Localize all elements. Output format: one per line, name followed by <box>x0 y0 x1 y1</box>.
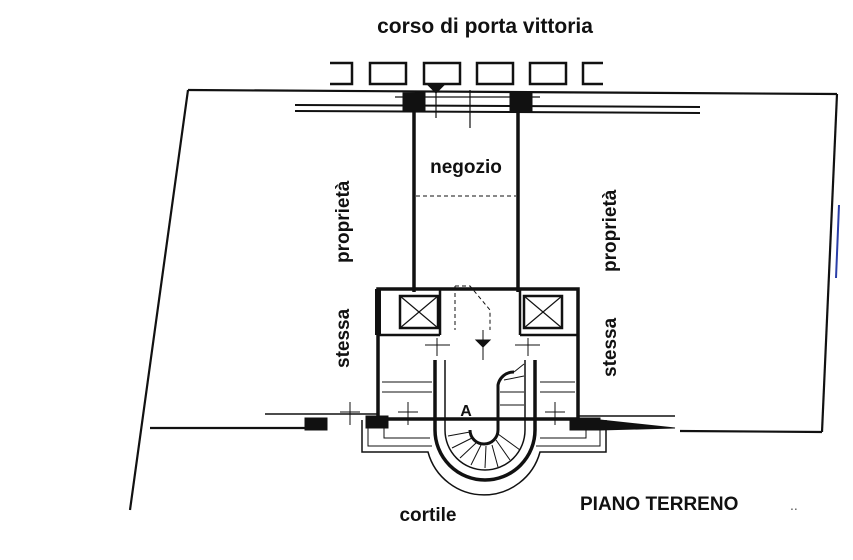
plan-title: PIANO TERRENO <box>580 494 738 515</box>
facade-wall <box>294 84 701 128</box>
right-property-word-1: stessa <box>600 317 621 377</box>
title-trailing-dots: .. <box>790 497 798 513</box>
left-property-word-1: stessa <box>333 308 354 368</box>
stair-core <box>340 285 580 425</box>
right-edge-mark <box>835 204 840 279</box>
courtyard-curb <box>361 420 607 496</box>
shop-label: negozio <box>430 157 502 178</box>
spiral-staircase <box>433 360 537 482</box>
shop-walls <box>412 111 520 292</box>
courtyard-label: cortile <box>399 505 456 526</box>
rear-wall <box>265 413 676 431</box>
street-openings <box>330 61 603 86</box>
left-property-word-2: proprietà <box>333 180 354 263</box>
street-label: corso di porta vittoria <box>377 15 593 38</box>
stair-label: A <box>460 403 472 420</box>
property-boundary <box>128 88 839 511</box>
right-property-word-2: proprietà <box>600 189 621 272</box>
